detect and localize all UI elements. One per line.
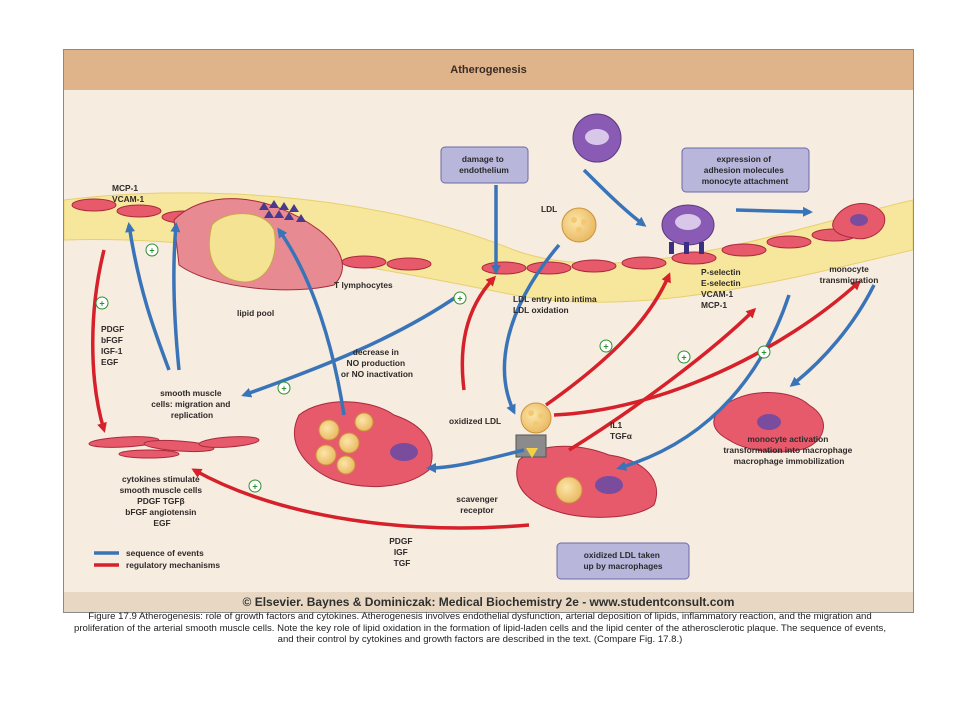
svg-text:+: + xyxy=(281,384,286,394)
svg-text:+: + xyxy=(681,353,686,363)
damage-box-text: damage to endothelium xyxy=(459,154,509,175)
svg-text:+: + xyxy=(603,342,608,352)
sequence-arrows xyxy=(125,168,876,473)
monocyte-activation-label: monocyte activation transformation into … xyxy=(723,434,854,466)
ldl-label: LDL xyxy=(541,204,557,214)
svg-text:+: + xyxy=(99,299,104,309)
scavenger-macrophage xyxy=(515,434,658,518)
ldl-particle xyxy=(561,207,597,243)
cytokines-stimulate-label: cytokines stimulate smooth muscle cells … xyxy=(120,474,205,528)
plus-marker: + xyxy=(599,339,613,353)
svg-text:+: + xyxy=(149,246,154,256)
plus-marker: + xyxy=(677,350,691,364)
legend-label-sequence: sequence of events xyxy=(126,548,204,558)
plus-marker: + xyxy=(95,296,109,310)
box-expression xyxy=(681,147,810,193)
plus-marker: + xyxy=(453,291,467,305)
diagram-canvas: + + + + + + + + damage to endothelium ex… xyxy=(64,113,913,580)
svg-text:+: + xyxy=(252,482,257,492)
monocyte-top xyxy=(572,113,622,163)
smooth-muscle-cells xyxy=(88,436,260,459)
growth-factors-left-label: PDGF bFGF IGF-1 EGF xyxy=(101,324,127,367)
plus-marker: + xyxy=(757,345,771,359)
copyright-text: © Elsevier. Baynes & Dominiczak: Medical… xyxy=(242,595,735,609)
copyright-bar: © Elsevier. Baynes & Dominiczak: Medical… xyxy=(64,592,913,612)
platelet-triangles xyxy=(259,200,306,222)
title-bar: Atherogenesis xyxy=(64,50,913,90)
oxldl-uptake-box-text: oxidized LDL taken up by macrophages xyxy=(583,550,662,571)
no-decrease-label: decrease in NO production or NO inactiva… xyxy=(341,347,413,379)
plus-marker: + xyxy=(248,479,262,493)
lipid-pool-label: lipid pool xyxy=(237,308,274,318)
growth-factors-bottom-label: PDGF IGF TGF xyxy=(389,536,415,568)
box-oxldl-uptake xyxy=(556,542,690,580)
figure-title: Atherogenesis xyxy=(450,64,527,76)
legend-label-regulatory: regulatory mechanisms xyxy=(126,560,220,570)
foam-cell xyxy=(293,401,433,487)
figure-caption: Figure 17.9 Atherogenesis: role of growt… xyxy=(73,611,887,645)
plus-marker: + xyxy=(277,381,291,395)
expression-box-text: expression of adhesion molecules monocyt… xyxy=(702,154,789,186)
activated-monocyte xyxy=(713,392,824,453)
plus-markers: + + + + + + + + xyxy=(95,243,771,493)
smc-migration-label: smooth muscle cells: migration and repli… xyxy=(151,388,232,420)
lipid-pool-shape xyxy=(208,213,276,283)
atherogenesis-figure: Atherogenesis xyxy=(63,49,914,613)
box-damage xyxy=(440,146,529,184)
t-lymphocytes-label: T lymphocytes xyxy=(334,280,393,290)
monocyte-attached xyxy=(661,204,715,254)
legend: sequence of events regulatory mechanisms xyxy=(94,548,220,570)
selectins-label: P-selectin E-selectin VCAM-1 MCP-1 xyxy=(701,267,743,310)
plus-marker: + xyxy=(145,243,159,257)
svg-text:+: + xyxy=(761,348,766,358)
regulatory-arrows xyxy=(91,249,862,530)
oxidized-ldl-label: oxidized LDL xyxy=(449,416,501,426)
monocyte-transmigrating xyxy=(832,203,886,240)
svg-text:+: + xyxy=(457,294,462,304)
oxidized-ldl-particle xyxy=(520,402,552,434)
